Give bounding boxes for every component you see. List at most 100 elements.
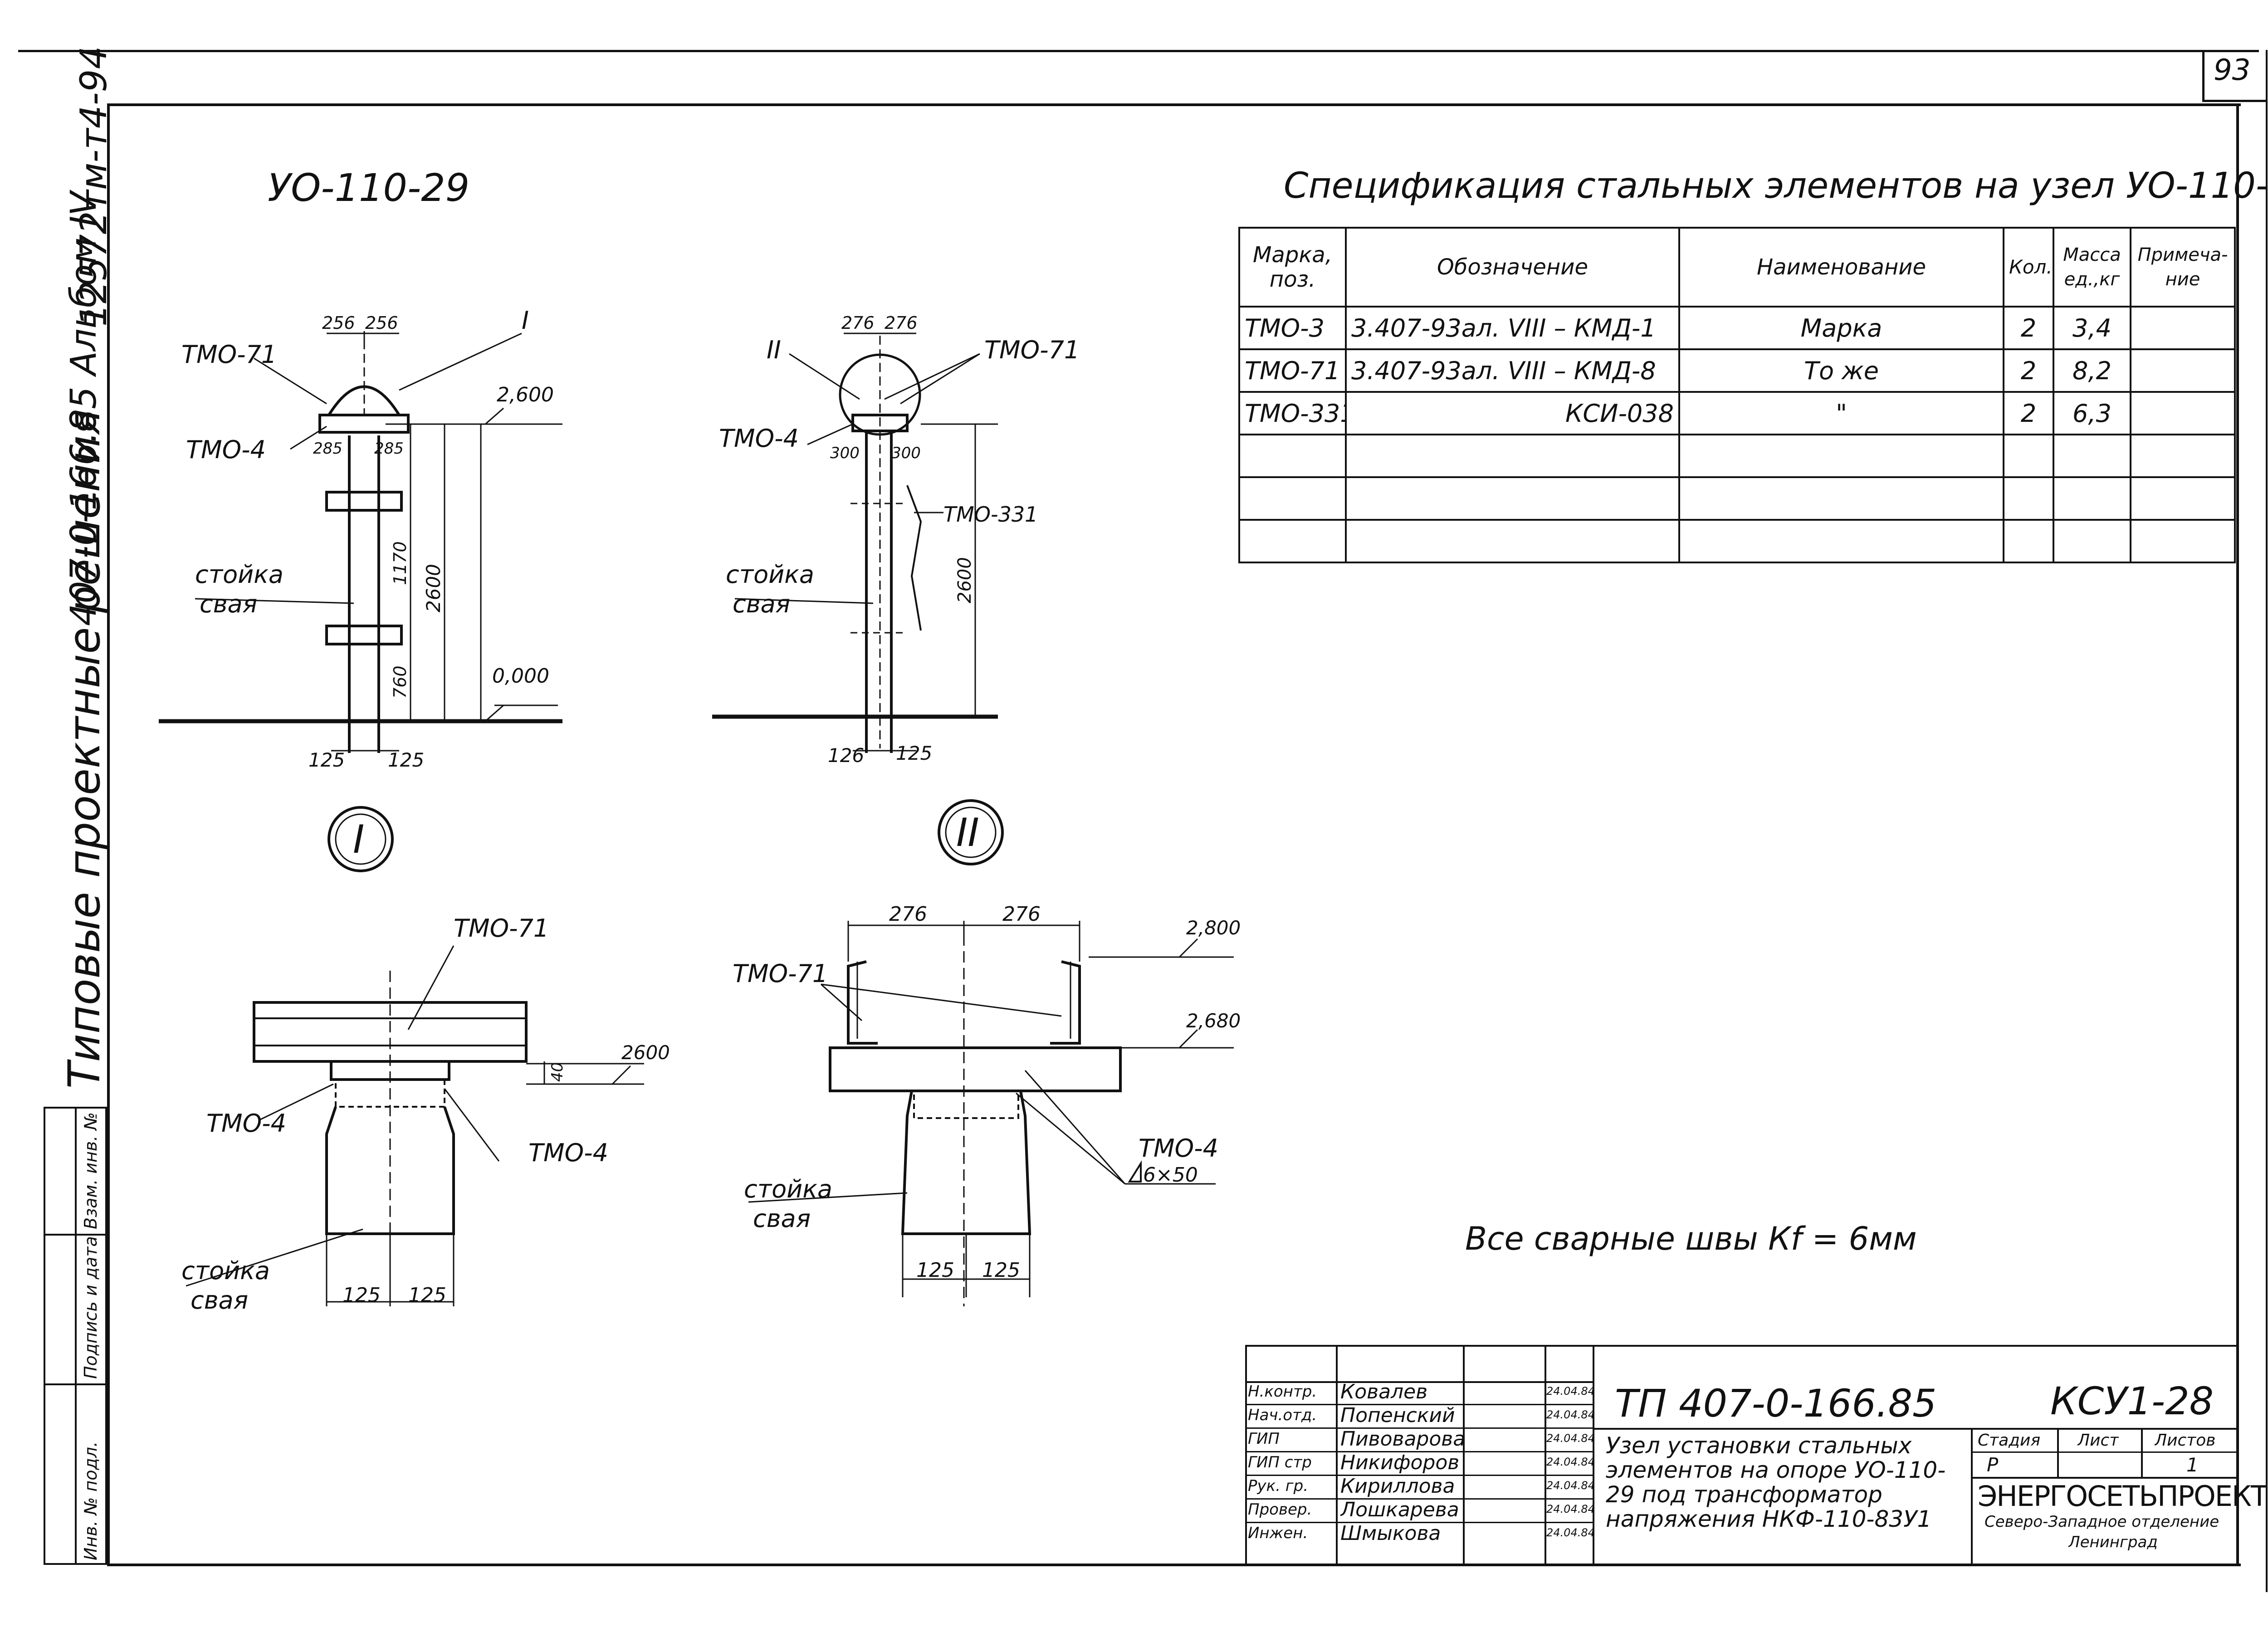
e2-label-tmo71: ТМО-71 xyxy=(984,336,1080,364)
signer-date: 24.04.84 xyxy=(1546,1408,1595,1421)
e1-dim-mid-right: 285 xyxy=(374,440,404,458)
top-trim-line xyxy=(18,50,2259,52)
spec-header-qty: Кол. xyxy=(2003,227,2054,308)
signer-date: 24.04.84 xyxy=(1546,1479,1595,1492)
callout-circle-1 xyxy=(327,806,394,872)
spec-cell xyxy=(2053,519,2131,563)
table-row xyxy=(1238,476,2236,521)
signer-name: Ковалев xyxy=(1340,1380,1428,1403)
d1-dim-bot-right: 125 xyxy=(408,1284,446,1307)
d2-dim-top-left: 276 xyxy=(889,903,927,926)
spec-cell: 8,2 xyxy=(2053,348,2131,393)
spec-cell xyxy=(1238,519,1347,563)
d1-label-tmo71: ТМО-71 xyxy=(454,914,549,943)
spec-cell xyxy=(1238,434,1347,478)
d2-dim-bot-left: 125 xyxy=(916,1259,954,1282)
spec-cell xyxy=(2130,306,2236,350)
stamp-hline-2 xyxy=(44,1383,107,1385)
d1-dim-bot-left: 125 xyxy=(342,1284,381,1307)
d2-label-stoika: стойка xyxy=(744,1175,832,1203)
spec-cell xyxy=(2003,476,2054,521)
d2-label-tmo4: ТМО-4 xyxy=(1139,1134,1218,1163)
detail-2 xyxy=(748,921,1234,1306)
signer-name: Кириллова xyxy=(1340,1475,1455,1498)
signer-role: Инжен. xyxy=(1248,1524,1308,1542)
e2-dim-top-left: 276 xyxy=(841,313,875,333)
tb-hline-main xyxy=(1594,1428,2239,1430)
e1-label-svaya: свая xyxy=(200,590,257,618)
spec-cell: ТМО-3 xyxy=(1238,306,1347,350)
drawings-canvas: ТМО-71 ТМО-4 I стойка свая 256 256 285 2… xyxy=(159,306,1241,1314)
spec-cell xyxy=(1345,476,1680,521)
spec-header-note: Примеча-ние xyxy=(2130,227,2236,308)
callout-1-numeral: I xyxy=(353,817,364,862)
sheet-code: КСУ1-28 xyxy=(2050,1379,2214,1423)
stamp-divider xyxy=(75,1107,77,1565)
spec-cell xyxy=(2130,434,2236,478)
signer-date: 24.04.84 xyxy=(1546,1503,1595,1515)
signer-role: Провер. xyxy=(1248,1500,1312,1519)
weld-note: Все сварные швы Кf = 6мм xyxy=(1465,1220,1917,1257)
stage-value: Р xyxy=(1987,1454,1999,1476)
signer-role: Рук. гр. xyxy=(1248,1477,1309,1495)
e1-label-tmo71: ТМО-71 xyxy=(181,340,277,369)
signer-date: 24.04.84 xyxy=(1546,1526,1595,1539)
spec-cell xyxy=(2130,476,2236,521)
e2-label-tmo4: ТМО-4 xyxy=(719,424,799,453)
spec-header-row: Марка, поз. Обозначение Наименование Кол… xyxy=(1238,227,2236,308)
d2-label-weld: 6×50 xyxy=(1143,1163,1198,1187)
doc-code: ТП 407-0-166.85 xyxy=(1615,1381,1937,1426)
e1-dim-bot-left: 125 xyxy=(308,749,345,771)
d1-label-tmo4-left: ТМО-4 xyxy=(206,1109,286,1138)
e2-dim-h: 2600 xyxy=(954,557,975,603)
spec-cell: 6,3 xyxy=(2053,391,2131,435)
table-row: ТМО-3 3.407-93ал. VIII – КМД-1 Марка 2 3… xyxy=(1238,306,2236,350)
e1-dim-h3: 760 xyxy=(390,665,410,699)
e2-dim-mid-left: 300 xyxy=(830,444,860,462)
stage-label: Стадия xyxy=(1978,1431,2041,1450)
frame-left-line xyxy=(107,103,110,1566)
d1-dim-40: 40 xyxy=(548,1062,567,1082)
spec-cell: 3.407-93ал. VIII – КМД-1 xyxy=(1345,306,1680,350)
spec-cell: ТМО-71 xyxy=(1238,348,1347,393)
spec-cell xyxy=(1678,434,2004,478)
stamp-label-inv: Инв. № подл. xyxy=(81,1441,101,1560)
signer-role: Н.контр. xyxy=(1248,1383,1317,1401)
d1-label-svaya: свая xyxy=(191,1286,248,1314)
spec-cell: 2 xyxy=(2003,348,2054,393)
callout-2-numeral: II xyxy=(956,810,979,855)
signer-date: 24.04.84 xyxy=(1546,1456,1595,1468)
weld-triangle-icon xyxy=(1128,1160,1142,1183)
spec-cell xyxy=(1678,519,2004,563)
spec-cell: ТМО-331 xyxy=(1238,391,1347,435)
spec-title: Спецификация стальных элементов на узел … xyxy=(1284,166,2268,206)
table-row: ТМО-331 КСИ-038 " 2 6,3 xyxy=(1238,391,2236,435)
page-number: 93 xyxy=(2214,54,2251,87)
spec-cell xyxy=(1678,476,2004,521)
signer-date: 24.04.84 xyxy=(1546,1432,1595,1445)
spec-cell xyxy=(1238,476,1347,521)
detail-1 xyxy=(186,945,644,1306)
spec-cell: То же xyxy=(1678,348,2004,393)
e1-dim-top-left: 256 xyxy=(322,313,355,333)
e2-label-roman: II xyxy=(767,336,781,364)
spec-cell xyxy=(2130,519,2236,563)
doc-description: Узел установки стальных элементов на опо… xyxy=(1606,1433,1946,1531)
sheets-label: Листов xyxy=(2155,1431,2216,1450)
spec-cell: 2 xyxy=(2003,391,2054,435)
signer-name: Лошкарева xyxy=(1340,1498,1459,1521)
d1-label-tmo4-right: ТМО-4 xyxy=(528,1139,608,1167)
spec-cell xyxy=(1345,519,1680,563)
e1-level-bottom: 0,000 xyxy=(492,665,549,688)
frame-right-line xyxy=(2236,103,2239,1566)
e1-label-stoika: стойка xyxy=(195,560,284,589)
e2-label-svaya: свая xyxy=(733,590,790,618)
frame-top-line xyxy=(109,103,2241,106)
e1-level-top: 2,600 xyxy=(497,383,554,406)
elevation-2 xyxy=(712,332,998,753)
e1-dim-mid-left: 285 xyxy=(313,440,342,458)
stamp-hline-1 xyxy=(44,1234,107,1236)
e1-dim-h2: 2600 xyxy=(422,564,445,612)
spec-cell: " xyxy=(1678,391,2004,435)
spec-cell: КСИ-038 xyxy=(1345,391,1680,435)
